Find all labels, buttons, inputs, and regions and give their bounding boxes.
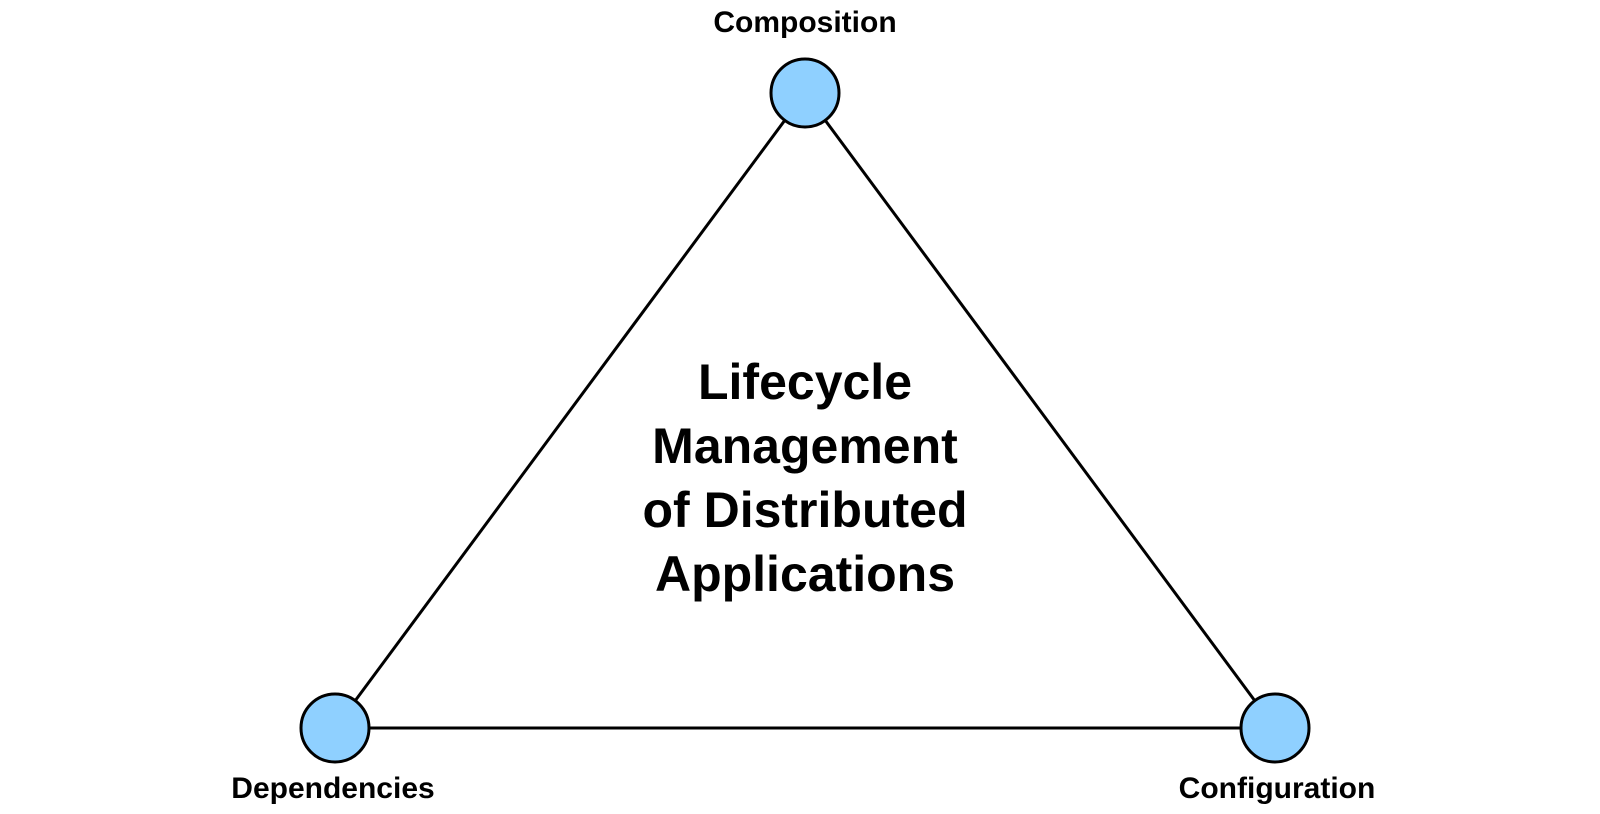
center-title-line-2: Management — [652, 418, 958, 474]
center-title: Lifecycle Management of Distributed Appl… — [643, 350, 968, 606]
node-configuration-circle — [1239, 692, 1311, 764]
center-title-line-3: of Distributed — [642, 482, 968, 538]
node-configuration-label: Configuration — [1178, 772, 1376, 805]
node-composition-circle — [769, 57, 841, 129]
node-composition-label: Composition — [713, 6, 897, 39]
center-title-line-1: Lifecycle — [697, 354, 913, 410]
edge-composition-configuration — [803, 92, 1277, 729]
node-dependencies-circle — [299, 692, 371, 764]
center-title-line-4: Applications — [654, 546, 956, 602]
edge-composition-dependencies — [333, 92, 807, 729]
node-dependencies-label: Dependencies — [231, 772, 435, 805]
